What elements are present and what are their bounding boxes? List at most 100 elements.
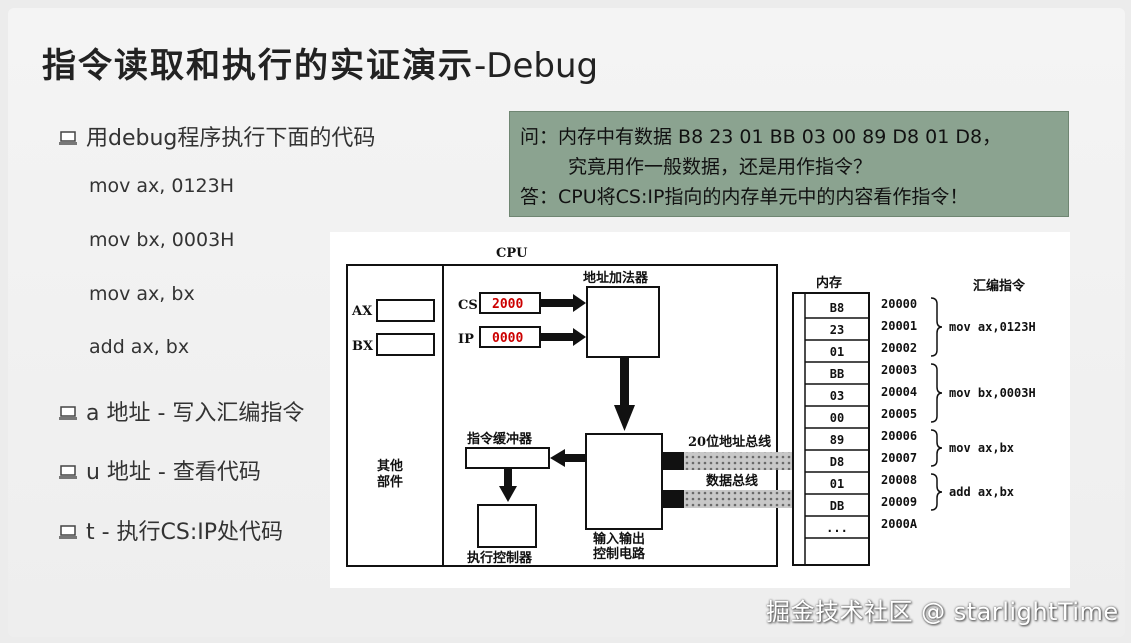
adder-label: 地址加法器 bbox=[583, 270, 649, 286]
asm-header: 汇编指令 bbox=[973, 278, 1026, 294]
memory-address: 20006 bbox=[881, 429, 917, 443]
ip-label: IP bbox=[458, 332, 474, 347]
memory-cell: D8 bbox=[830, 455, 844, 469]
bullet-text: a 地址 - 写入汇编指令 bbox=[86, 401, 305, 426]
address-bus bbox=[684, 452, 804, 470]
bullet-item: 用debug程序执行下面的代码 bbox=[58, 120, 375, 152]
io-label-2: 控制电路 bbox=[593, 546, 646, 562]
slide-title-suffix: -Debug bbox=[474, 46, 599, 86]
address-adder bbox=[586, 286, 660, 358]
memory-address: 20008 bbox=[881, 473, 917, 487]
memory-address: 20004 bbox=[881, 385, 917, 399]
computer-icon bbox=[58, 402, 80, 420]
ip-arrow-shaft bbox=[541, 333, 575, 341]
adder-io-arrow-shaft bbox=[620, 357, 629, 407]
memory-cell: ... bbox=[826, 521, 848, 535]
instruction-text: mov bx,0003H bbox=[949, 386, 1036, 400]
ax-register bbox=[376, 299, 435, 322]
memory-cell: 01 bbox=[830, 345, 844, 359]
memory-address: 20003 bbox=[881, 363, 917, 377]
memory-cell: 03 bbox=[830, 389, 844, 403]
exec-label: 执行控制器 bbox=[467, 550, 533, 566]
memory-address: 2000A bbox=[881, 517, 918, 531]
memory-label: 内存 bbox=[816, 275, 842, 291]
cs-value: 2000 bbox=[492, 297, 523, 312]
memory-cell: 00 bbox=[830, 411, 844, 425]
data-bus bbox=[684, 490, 804, 508]
memory-address: 20002 bbox=[881, 341, 917, 355]
cs-label: CS bbox=[458, 298, 478, 313]
memory-cell: 89 bbox=[830, 433, 844, 447]
other-parts-label-1: 其他 bbox=[377, 458, 403, 474]
buffer-exec-arrow-shaft bbox=[504, 468, 512, 488]
qa-box: 问：内存中有数据 B8 23 01 BB 03 00 89 D8 01 D8， … bbox=[509, 111, 1069, 217]
instruction-text: add ax,bx bbox=[949, 485, 1014, 499]
answer-line: 答：CPU将CS:IP指向的内存单元中的内容看作指令！ bbox=[520, 186, 969, 208]
adder-io-arrow-head bbox=[614, 405, 635, 431]
bullet-text: 用debug程序执行下面的代码 bbox=[86, 126, 376, 151]
bx-register bbox=[376, 333, 435, 356]
memory-address: 20007 bbox=[881, 451, 917, 465]
memory-address: 20000 bbox=[881, 297, 917, 311]
io-control-circuit bbox=[585, 433, 663, 530]
slide-title-main: 指令读取和执行的实证演示 bbox=[42, 46, 474, 86]
bullet-text: u 地址 - 查看代码 bbox=[86, 460, 261, 485]
cpu-label: CPU bbox=[496, 246, 528, 261]
computer-icon bbox=[58, 127, 80, 145]
memory-cells: B82301BB030089D801DB... bbox=[805, 301, 869, 539]
other-parts-label-2: 部件 bbox=[377, 474, 403, 490]
code-line: mov ax, bx bbox=[89, 283, 195, 305]
memory-cell: DB bbox=[830, 499, 844, 513]
cs-register bbox=[479, 292, 541, 314]
memory-cell: BB bbox=[830, 367, 844, 381]
question-line-1: 问：内存中有数据 B8 23 01 BB 03 00 89 D8 01 D8， bbox=[520, 126, 1002, 148]
cpu-box bbox=[346, 264, 778, 567]
memory-address: 20001 bbox=[881, 319, 917, 333]
address-bus-connector bbox=[662, 452, 684, 470]
buffer-label: 指令缓冲器 bbox=[467, 431, 533, 447]
io-buffer-arrow-head bbox=[550, 449, 565, 467]
data-bus-label: 数据总线 bbox=[706, 473, 758, 489]
diagram-svg: CPU AX BX 其他 部件 CS 2000 IP 0000 地址加法器 输入… bbox=[346, 246, 1036, 567]
instruction-brace bbox=[930, 297, 943, 357]
bullet-item: t - 执行CS:IP处代码 bbox=[58, 514, 283, 546]
io-buffer-arrow-shaft bbox=[563, 454, 586, 462]
code-line: mov bx, 0003H bbox=[89, 229, 235, 251]
instruction-brace bbox=[930, 363, 943, 423]
address-bus-label: 20位地址总线 bbox=[688, 434, 771, 450]
code-line: mov ax, 0123H bbox=[89, 175, 235, 197]
buffer-exec-arrow-head bbox=[499, 486, 517, 502]
bullet-text: t - 执行CS:IP处代码 bbox=[86, 520, 284, 545]
computer-icon bbox=[58, 521, 80, 539]
cs-arrow-head bbox=[573, 294, 586, 312]
memory-addresses: 20000 20001 20002 20003 20004 20005 20006 20007… bbox=[881, 297, 918, 531]
watermark: 掘金技术社区 @ starlightTime bbox=[766, 598, 1119, 626]
cpu-memory-diagram: CPU AX BX 其他 部件 CS 2000 IP 0000 地址加法器 输入… bbox=[330, 232, 1070, 588]
cs-arrow-shaft bbox=[541, 299, 575, 307]
data-bus-connector bbox=[662, 490, 684, 508]
memory-cell: 23 bbox=[830, 323, 844, 337]
instruction-brace bbox=[930, 473, 943, 511]
instruction-text: mov ax,bx bbox=[949, 441, 1014, 455]
instruction-text: mov ax,0123H bbox=[949, 320, 1036, 334]
bx-label: BX bbox=[352, 339, 374, 354]
slide-title: 指令读取和执行的实证演示-Debug bbox=[42, 38, 598, 87]
bullet-item: a 地址 - 写入汇编指令 bbox=[58, 395, 304, 427]
computer-icon bbox=[58, 461, 80, 479]
instruction-groups: mov ax,0123H mov bx,0003H mov ax,bx add ax,… bbox=[930, 297, 1036, 511]
ip-register bbox=[479, 326, 541, 348]
memory-cell: B8 bbox=[830, 301, 844, 315]
memory-cell: 01 bbox=[830, 477, 844, 491]
ax-label: AX bbox=[351, 304, 373, 319]
instruction-brace bbox=[930, 429, 943, 467]
io-label-1: 输入输出 bbox=[593, 531, 645, 547]
ip-arrow-head bbox=[573, 328, 586, 346]
instruction-buffer bbox=[465, 447, 550, 469]
memory-address: 20005 bbox=[881, 407, 917, 421]
bullet-item: u 地址 - 查看代码 bbox=[58, 454, 261, 486]
question-line-2: 究竟用作一般数据，还是用作指令？ bbox=[568, 156, 873, 178]
execution-controller bbox=[477, 504, 537, 548]
code-line: add ax, bx bbox=[89, 336, 190, 358]
memory-address: 20009 bbox=[881, 495, 917, 509]
ip-value: 0000 bbox=[492, 331, 523, 346]
